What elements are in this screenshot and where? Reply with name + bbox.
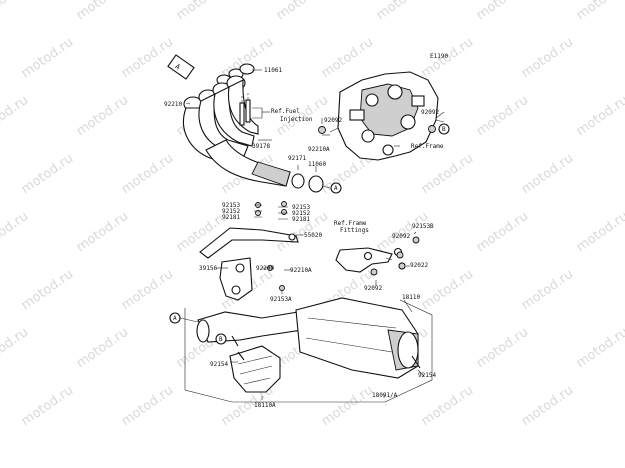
bracket-39156	[219, 257, 253, 301]
callout-11060: 11060	[308, 161, 326, 168]
watermark-text: motod.ru	[0, 0, 31, 23]
callout-ref-frame-fittings-2: Fittings	[340, 227, 369, 234]
callout-ref-frame: Ref.Frame	[411, 143, 444, 150]
watermark-text: motod.ru	[119, 383, 176, 429]
watermark-layer: motod.ru motod.ru motod.ru motod.ru motod.ru…	[0, 0, 625, 429]
ref-circle-b-upper	[438, 123, 450, 135]
watermark-text: motod.ru	[574, 325, 625, 371]
watermark-text: motod.ru	[574, 93, 625, 139]
ref-b-upper: B	[442, 126, 446, 133]
callout-92154-left: 92154	[210, 361, 228, 368]
fasteners	[231, 125, 436, 369]
engine-frame-block	[329, 71, 445, 161]
ref-circle-a-upper	[330, 182, 342, 194]
watermark-text: motod.ru	[519, 267, 576, 313]
callout-92210a-mid: 92210A	[290, 267, 312, 274]
watermark-text: motod.ru	[0, 325, 31, 371]
callout-92022: 92022	[410, 262, 428, 269]
watermark-text: motod.ru	[319, 35, 376, 81]
frame-fitting-bracket	[335, 247, 406, 273]
watermark-text: motod.ru	[19, 383, 76, 429]
ref-a-upper: A	[334, 185, 338, 192]
watermark-text: motod.ru	[319, 383, 376, 429]
watermark-text: motod.ru	[419, 151, 476, 197]
ref-a-lower: A	[173, 315, 177, 322]
callout-39178: 39178	[252, 143, 270, 150]
muffler-assembly	[184, 297, 433, 403]
watermark-text: motod.ru	[119, 35, 176, 81]
watermark-text: motod.ru	[274, 0, 331, 23]
callout-92171: 92171	[288, 155, 306, 162]
callout-ref-fuel-1: Ref.Fuel	[271, 108, 300, 115]
callout-92181-right: 92181	[292, 216, 310, 223]
watermark-text: motod.ru	[19, 151, 76, 197]
callout-92092-mid: 92092	[392, 233, 410, 240]
leader-lines	[179, 69, 445, 400]
header-pipes: A	[167, 54, 291, 187]
watermark-text: motod.ru	[519, 383, 576, 429]
watermark-text: motod.ru	[74, 0, 131, 23]
watermark-text: motod.ru	[474, 325, 531, 371]
ref-circle-b-lower	[215, 333, 227, 345]
watermark-text: motod.ru	[74, 209, 131, 255]
callout-92153-right: 92153	[292, 204, 310, 211]
watermark-text: motod.ru	[0, 93, 31, 139]
callout-92092-top: 92092	[324, 117, 342, 124]
watermark-text: motod.ru	[574, 209, 625, 255]
watermark-text: motod.ru	[474, 0, 531, 23]
watermark-text: motod.ru	[574, 0, 625, 23]
watermark-text: motod.ru	[419, 267, 476, 313]
watermark-text: motod.ru	[19, 267, 76, 313]
callout-92200: 92200	[256, 265, 274, 272]
callout-11061: 11061	[264, 67, 282, 74]
ref-circle-a-lower	[169, 312, 181, 324]
callout-18110: 18110	[402, 294, 420, 301]
watermark-text: motod.ru	[119, 151, 176, 197]
watermark-text: motod.ru	[74, 93, 131, 139]
callout-92153-left: 92153	[222, 202, 240, 209]
svg-text:A: A	[173, 62, 182, 71]
watermark-text: motod.ru	[119, 267, 176, 313]
callout-92154-right: 92154	[418, 372, 436, 379]
watermark-text: motod.ru	[519, 151, 576, 197]
watermark-text: motod.ru	[174, 0, 231, 23]
callout-ref-frame-fittings-1: Ref.Frame	[334, 220, 367, 227]
callout-92210a-top: 92210A	[308, 146, 330, 153]
watermark-text: motod.ru	[474, 209, 531, 255]
diagram-code: E1190	[430, 53, 448, 60]
callout-92092-right: 92092	[421, 109, 439, 116]
callout-92153a: 92153A	[270, 296, 292, 303]
watermark-text: motod.ru	[19, 35, 76, 81]
callout-ref-fuel-2: Injection	[280, 116, 313, 123]
callout-92210: 92210	[164, 101, 182, 108]
callout-92181-left: 92181	[222, 214, 240, 221]
gasket-pack: A	[167, 54, 195, 80]
callout-92152-right: 92152	[292, 210, 310, 217]
callout-92092-low: 92092	[364, 285, 382, 292]
watermark-text: motod.ru	[519, 35, 576, 81]
callout-18110a: 18110A	[254, 402, 276, 409]
ref-b-lower: B	[219, 336, 223, 343]
callout-18091a: 18091/A	[372, 392, 398, 399]
watermark-text: motod.ru	[374, 0, 431, 23]
reference-markers: A B A B	[169, 123, 450, 345]
watermark-text: motod.ru	[474, 93, 531, 139]
callout-39156: 39156	[199, 265, 217, 272]
callout-labels: 11061 92210 Ref.Fuel Injection 39178 920…	[164, 67, 444, 409]
callout-92153b: 92153B	[412, 223, 434, 230]
callout-55020: 55020	[304, 232, 322, 239]
watermark-text: motod.ru	[74, 325, 131, 371]
mount-bracket-55020	[199, 227, 299, 259]
watermark-text: motod.ru	[419, 383, 476, 429]
callout-92152-left: 92152	[222, 208, 240, 215]
watermark-text: motod.ru	[0, 209, 31, 255]
